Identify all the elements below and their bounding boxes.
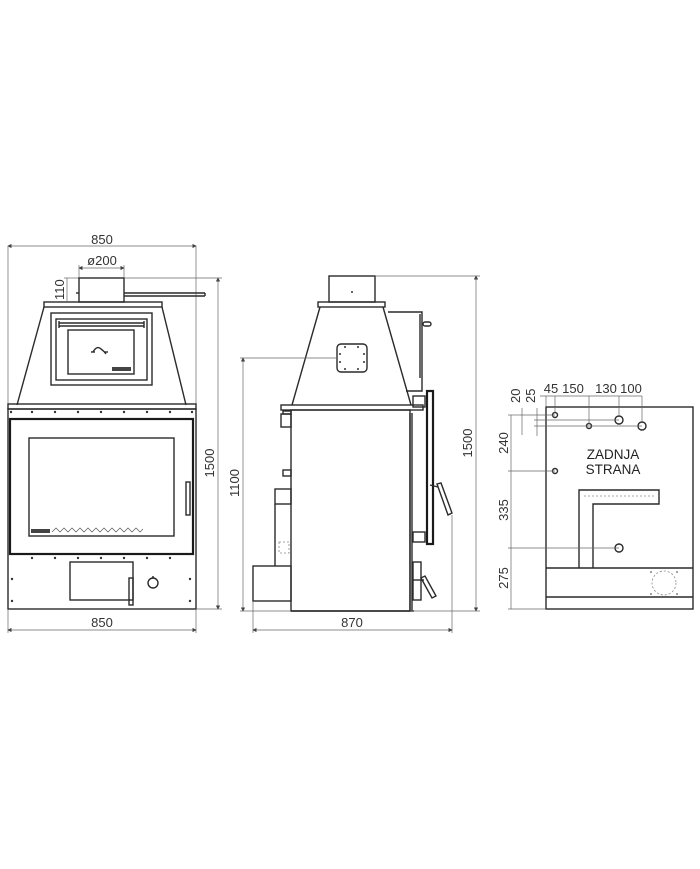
flue-offset-label: 110 (52, 279, 67, 300)
flame-pattern (51, 527, 144, 533)
flue-diameter-label: ø200 (87, 253, 117, 268)
flame-symbol-icon (92, 346, 107, 355)
side-flue-height-label: 1100 (227, 469, 242, 497)
back-dim-335: 335 (496, 499, 511, 521)
back-dim-100: 100 (620, 381, 642, 396)
back-dim-240: 240 (496, 432, 511, 454)
back-view: ZADNJA STRANA 45 150 130 100 20 25 240 3… (496, 381, 694, 610)
front-bottom-width-label: 850 (91, 615, 113, 630)
rivets-row-bottom (10, 556, 192, 603)
door-handle-icon (436, 482, 453, 516)
air-control-knob (147, 577, 159, 589)
back-dim-25: 25 (523, 389, 538, 403)
rivets-row-top (9, 410, 194, 414)
brand-plate-main (31, 529, 50, 533)
back-dim-150: 150 (562, 381, 584, 396)
brand-plate-top (112, 367, 131, 371)
inspection-port (336, 343, 368, 373)
back-view-label-line2: STRANA (586, 462, 641, 477)
side-height-label: 1500 (460, 429, 475, 458)
ash-handle-icon (420, 575, 437, 599)
side-depth-label: 870 (341, 615, 363, 630)
side-view: 1100 1500 870 (227, 275, 480, 633)
back-dim-45: 45 (544, 381, 558, 396)
front-top-width-label: 850 (91, 232, 113, 247)
back-dim-20: 20 (508, 389, 523, 403)
front-view: 850 ø200 110 (7, 232, 222, 633)
back-dim-130: 130 (595, 381, 617, 396)
back-dim-275: 275 (496, 567, 511, 589)
front-height-label: 1500 (202, 449, 217, 478)
back-view-label-line1: ZADNJA (587, 447, 640, 462)
